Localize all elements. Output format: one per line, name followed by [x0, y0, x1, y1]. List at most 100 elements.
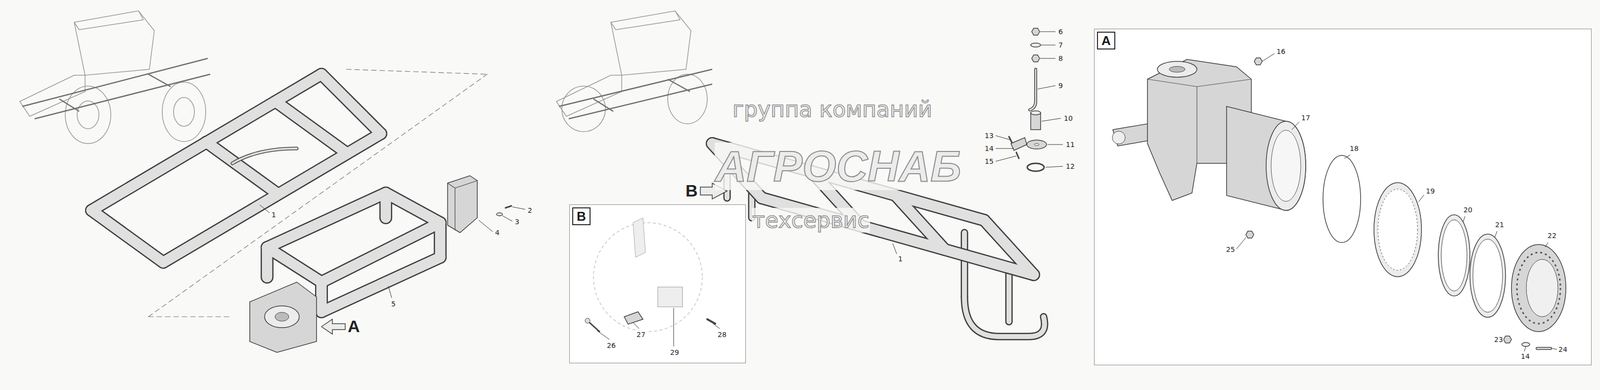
callout-number: 6	[1057, 27, 1064, 37]
tractor-sketch	[610, 10, 691, 76]
fastener-parts	[1030, 43, 1041, 47]
view-panel: А	[1094, 28, 1592, 366]
callout-number: 27	[636, 330, 646, 339]
view-marker: В	[685, 181, 699, 200]
tractor-sketch	[558, 69, 713, 119]
callout-number: 25	[1225, 245, 1236, 254]
callout-number: 23	[1493, 335, 1504, 344]
leader-lines	[1503, 339, 1505, 340]
callout-number: 10	[1063, 114, 1074, 123]
tractor-sketch	[610, 10, 681, 30]
leader-lines	[1462, 216, 1465, 223]
watermark: группа компаний	[731, 96, 933, 122]
watermark: АГРОСНАБ	[714, 142, 962, 190]
fastener-parts	[1031, 54, 1040, 62]
callout-number: 29	[669, 348, 680, 357]
tractor-sketch	[162, 82, 206, 142]
frame-part	[91, 74, 381, 263]
callout-number: 24	[1557, 345, 1568, 354]
detail-view	[1377, 188, 1418, 271]
watermark: техсервис	[751, 207, 870, 233]
leader-lines	[1041, 118, 1061, 122]
bracket-part	[496, 212, 503, 216]
leader-lines	[1040, 31, 1056, 33]
frame-part	[91, 74, 381, 263]
leader-lines	[502, 215, 513, 222]
tractor-sketch	[561, 86, 606, 132]
callout-number: 1	[271, 210, 277, 220]
leader-lines	[1418, 194, 1424, 202]
detail-view	[1438, 214, 1470, 296]
assembly-guide	[148, 69, 488, 317]
tractor-sketch	[19, 10, 211, 144]
leader-lines	[1040, 58, 1056, 59]
detail-view	[1157, 61, 1197, 78]
leader-lines	[892, 243, 897, 254]
callout-number: 14	[1520, 352, 1531, 361]
callout-number: 2	[527, 206, 533, 215]
leader-lines	[1552, 348, 1557, 350]
tractor-sketch	[173, 97, 195, 127]
leader-lines	[1041, 45, 1056, 46]
view-letter: А	[1097, 31, 1116, 50]
callout-number: 1	[897, 254, 904, 264]
leader-lines	[388, 285, 392, 298]
fastener-parts	[1026, 139, 1047, 149]
detail-view	[1373, 182, 1422, 277]
leader-lines	[1344, 154, 1351, 159]
detail-view	[1521, 342, 1530, 347]
leader-lines	[478, 220, 493, 232]
callout-number: 21	[1494, 220, 1505, 229]
callout-number: 5	[390, 299, 397, 309]
inset-view	[624, 311, 643, 324]
subframe-part	[274, 312, 289, 321]
fastener-parts	[1034, 143, 1040, 146]
callout-number: 7	[1057, 41, 1064, 50]
detail-view	[1094, 28, 1592, 366]
leader-lines	[1037, 85, 1056, 90]
detail-view	[1254, 57, 1263, 65]
leader-lines	[995, 148, 1014, 149]
leader-lines	[1047, 144, 1063, 145]
leader-lines	[512, 206, 526, 210]
leader-lines	[1236, 237, 1246, 249]
leader-lines	[1045, 166, 1063, 168]
leader-lines	[1545, 242, 1549, 247]
leader-lines	[1524, 346, 1526, 352]
callout-number: 28	[717, 330, 728, 339]
detail-view	[1266, 121, 1306, 211]
detail-view	[1537, 346, 1551, 350]
detail-view	[1503, 335, 1512, 343]
leader-lines	[673, 307, 675, 347]
tractor-sketch	[74, 10, 144, 30]
fastener-parts	[1027, 163, 1045, 172]
inset-view	[593, 222, 703, 332]
inset-view	[657, 286, 683, 307]
tractor-sketch	[74, 10, 155, 76]
fastener-parts	[1031, 28, 1040, 36]
tractor-sketch	[556, 10, 713, 132]
frame-part	[91, 74, 381, 263]
callout-number: 19	[1425, 186, 1436, 196]
leader-lines	[995, 135, 1011, 140]
inset-view	[633, 217, 646, 258]
callout-number: 3	[514, 217, 520, 227]
detail-view	[1526, 259, 1558, 317]
callout-number: 9	[1057, 81, 1064, 91]
leader-lines	[1291, 121, 1300, 130]
inset-view	[588, 321, 600, 332]
callout-number: 18	[1349, 144, 1360, 153]
detail-view	[1537, 347, 1551, 350]
detail-view	[1094, 28, 1592, 366]
detail-view	[1271, 130, 1301, 202]
fastener-parts	[1029, 69, 1036, 110]
inset-view	[585, 318, 591, 323]
callout-number: 12	[1065, 162, 1076, 171]
callout-number: 8	[1057, 54, 1064, 63]
detail-view	[1112, 131, 1126, 144]
callout-number: 20	[1462, 205, 1473, 215]
detail-view	[1245, 230, 1254, 238]
inset-view	[569, 204, 746, 364]
